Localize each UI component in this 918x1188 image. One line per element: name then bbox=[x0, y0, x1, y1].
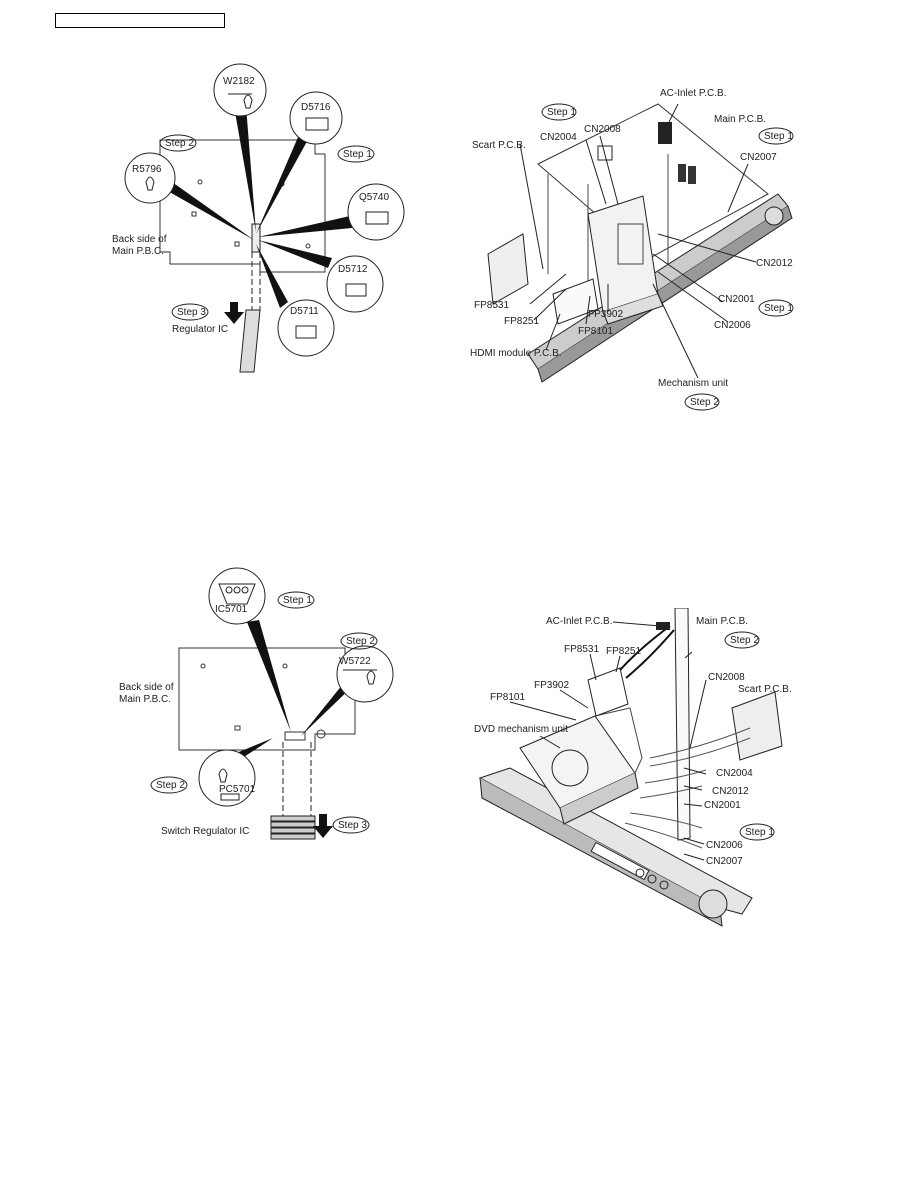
fig1-d5712-label: D5712 bbox=[338, 264, 368, 275]
fig2-cn2012-label: CN2012 bbox=[756, 258, 793, 269]
fig2-scart-pcb-label: Scart P.C.B. bbox=[472, 140, 526, 151]
fig2-fp8101-label: FP8101 bbox=[578, 326, 613, 337]
fig3-switch-regulator-ic-label: Switch Regulator IC bbox=[161, 826, 249, 837]
fig3-back-side-line1: Back side of bbox=[119, 682, 174, 693]
figure-dvd-mechanism-unit: Step 2 Step 1 AC-Inlet P.C.B. Main P.C.B… bbox=[470, 608, 800, 934]
fig4-step1-label: Step 1 bbox=[745, 827, 774, 838]
fig4-fp8101-label: FP8101 bbox=[490, 692, 525, 703]
figure-regulator-ic-drawing: Step 2 Step 1 Step 3 W2182 D5716 Q5740 D… bbox=[112, 63, 405, 373]
fig2-step1c-label: Step 1 bbox=[764, 303, 793, 314]
fig4-fp3902-label: FP3902 bbox=[534, 680, 569, 691]
fig2-hdmi-pcb-label: HDMI module P.C.B. bbox=[470, 348, 562, 359]
fig1-step3-label: Step 3 bbox=[177, 307, 206, 318]
fig2-cn2001-label: CN2001 bbox=[718, 294, 755, 305]
fig4-cn2012-label: CN2012 bbox=[712, 786, 749, 797]
fig2-cn2007-label: CN2007 bbox=[740, 152, 777, 163]
fig3-ic5701-label: IC5701 bbox=[215, 604, 248, 615]
fig4-cn2001-label: CN2001 bbox=[704, 800, 741, 811]
fig3-step2b-label: Step 2 bbox=[156, 780, 185, 791]
fig4-main-pcb-label: Main P.C.B. bbox=[696, 616, 748, 627]
fig1-back-side-line1: Back side of bbox=[112, 234, 167, 245]
fig2-mechanism-unit-label: Mechanism unit bbox=[658, 378, 728, 389]
figure-regulator-ic: Step 2 Step 1 Step 3 W2182 D5716 Q5740 D… bbox=[110, 62, 410, 380]
fig1-regulator-ic-label: Regulator IC bbox=[172, 324, 228, 335]
fig2-step1b-label: Step 1 bbox=[764, 131, 793, 142]
fig3-back-side-line2: Main P.B.C. bbox=[119, 694, 171, 705]
fig2-fp8251-label: FP8251 bbox=[504, 316, 539, 327]
figure-switch-regulator-ic: Step 1 Step 2 Step 2 Step 3 IC5701 W5722… bbox=[115, 566, 400, 848]
figure-dvd-mechanism-unit-drawing: Step 2 Step 1 AC-Inlet P.C.B. Main P.C.B… bbox=[474, 608, 792, 927]
fig2-cn2008-label: CN2008 bbox=[584, 124, 621, 135]
fig3-w5722-label: W5722 bbox=[339, 656, 371, 667]
fig4-fp8531-label: FP8531 bbox=[564, 644, 599, 655]
fig4-fp8251-label: FP8251 bbox=[606, 646, 641, 657]
fig1-step1-label: Step 1 bbox=[343, 149, 372, 160]
figure-switch-regulator-ic-drawing: Step 1 Step 2 Step 2 Step 3 IC5701 W5722… bbox=[119, 567, 394, 840]
fig4-cn2008-label: CN2008 bbox=[708, 672, 745, 683]
fig1-step2-label: Step 2 bbox=[165, 138, 194, 149]
fig1-d5716-label: D5716 bbox=[301, 102, 331, 113]
fig4-cn2007-label: CN2007 bbox=[706, 856, 743, 867]
fig4-scart-pcb-label: Scart P.C.B. bbox=[738, 684, 792, 695]
fig2-ac-inlet-label: AC-Inlet P.C.B. bbox=[660, 88, 727, 99]
fig3-step1-label: Step 1 bbox=[283, 595, 312, 606]
figure-mechanism-unit: Step 1 Step 1 Step 1 Step 2 AC-Inlet P.C… bbox=[468, 84, 800, 414]
fig2-cn2004-label: CN2004 bbox=[540, 132, 577, 143]
fig3-step3-label: Step 3 bbox=[338, 820, 367, 831]
fig4-cn2004-label: CN2004 bbox=[716, 768, 753, 779]
fig2-cn2006-label: CN2006 bbox=[714, 320, 751, 331]
fig2-fp3902-label: FP3902 bbox=[588, 309, 623, 320]
fig3-pc5701-label: PC5701 bbox=[219, 784, 256, 795]
fig2-fp8531-label: FP8531 bbox=[474, 300, 509, 311]
fig1-back-side-line2: Main P.B.C. bbox=[112, 246, 164, 257]
fig3-step2a-label: Step 2 bbox=[346, 636, 375, 647]
fig1-q5740-label: Q5740 bbox=[359, 192, 389, 203]
fig4-cn2006-label: CN2006 bbox=[706, 840, 743, 851]
figure-mechanism-unit-drawing: Step 1 Step 1 Step 1 Step 2 AC-Inlet P.C… bbox=[470, 88, 794, 411]
fig2-main-pcb-label: Main P.C.B. bbox=[714, 114, 766, 125]
fig1-w2182-label: W2182 bbox=[223, 76, 255, 87]
fig1-r5796-label: R5796 bbox=[132, 164, 162, 175]
fig4-dvd-mechanism-label: DVD mechanism unit bbox=[474, 724, 568, 735]
fig2-step1a-label: Step 1 bbox=[547, 107, 576, 118]
fig1-d5711-label: D5711 bbox=[290, 306, 319, 317]
fig4-ac-inlet-label: AC-Inlet P.C.B. bbox=[546, 616, 613, 627]
fig2-step2-label: Step 2 bbox=[690, 397, 719, 408]
header-box bbox=[55, 13, 225, 28]
fig4-step2-label: Step 2 bbox=[730, 635, 759, 646]
